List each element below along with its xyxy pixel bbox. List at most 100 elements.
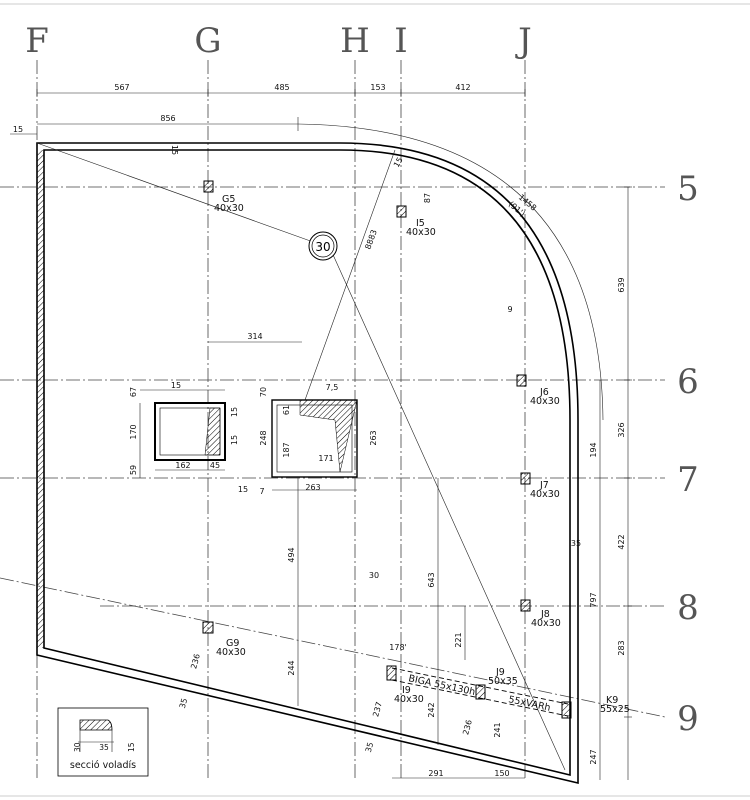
dim-236-left: 236	[189, 653, 202, 670]
diagonal-line-2	[329, 247, 566, 771]
dim-422: 422	[617, 534, 626, 549]
dim-30: 30	[369, 571, 379, 580]
dim-485: 485	[274, 83, 289, 92]
axis-label-j: J	[515, 21, 532, 61]
dim-856: 856	[160, 114, 175, 123]
column-g9: G9 40x30	[202, 621, 246, 658]
column-i9: I9 40x30	[386, 665, 424, 705]
dim-59: 59	[129, 465, 138, 475]
column-g9-size: 40x30	[216, 647, 246, 658]
opening-left: 67 15 170 59 162 45 15 15 15	[129, 381, 248, 494]
dim-263-v: 263	[369, 430, 378, 445]
axis-label-5: 5	[677, 169, 699, 209]
dim-643: 643	[427, 572, 436, 587]
dim-7-5: 7,5	[326, 383, 339, 392]
dim-15-c: 15	[230, 407, 239, 417]
dim-45: 45	[210, 461, 220, 470]
dim-150: 150	[494, 769, 509, 778]
dim-87: 87	[423, 193, 432, 203]
dim-242: 242	[427, 702, 436, 717]
axis-label-g: G	[194, 21, 221, 61]
dim-15-open: 15	[171, 381, 181, 390]
column-j7-size: 40x30	[530, 489, 560, 500]
axis-label-9: 9	[677, 699, 699, 739]
dim-70: 70	[259, 387, 268, 397]
axis-labels-horizontal: 5 6 7 8 9	[677, 169, 699, 739]
column-i5: I5 40x30	[396, 205, 436, 238]
dim-170: 170	[129, 424, 138, 439]
column-j6: J6 40x30	[516, 374, 560, 407]
detail-caption: secció voladís	[70, 760, 136, 771]
dim-171: 171	[318, 454, 333, 463]
dim-7: 7	[259, 487, 264, 496]
dim-15-arc: 15	[392, 156, 405, 169]
column-g5-name: G5	[222, 194, 235, 205]
dim-326: 326	[617, 422, 626, 437]
callout-30: 30	[308, 231, 338, 261]
dim-178: 178'	[389, 643, 406, 652]
right-dimension-chain: 639 326 194 422 797 283 247	[589, 186, 632, 780]
axis-labels-vertical: F G H I J	[25, 21, 532, 61]
column-g5: G5 40x30	[203, 180, 244, 214]
column-j8-name: J8	[540, 609, 550, 620]
dim-15-d: 15	[230, 435, 239, 445]
dim-35-right: 35	[571, 539, 581, 548]
dim-567: 567	[114, 83, 129, 92]
dim-248: 248	[259, 430, 268, 445]
dim-247: 247	[589, 749, 598, 764]
dim-291: 291	[428, 769, 443, 778]
dim-797: 797	[589, 592, 598, 607]
column-j7-name: J7	[539, 480, 549, 491]
column-j8-size: 40x30	[531, 618, 561, 629]
dim-153: 153	[370, 83, 385, 92]
column-j7: J7 40x30	[520, 472, 560, 500]
dim-35-left: 35	[178, 697, 189, 709]
opening-right: 314 70 7,5 248 61 187 171 263 263 7	[208, 332, 378, 496]
dim-639: 639	[617, 277, 626, 292]
horizontal-grid-lines	[0, 186, 666, 718]
dim-15-e: 15	[238, 485, 248, 494]
column-k9: K9 55x25	[561, 695, 630, 719]
dim-236-mid: 236	[461, 719, 474, 736]
axis-label-i: I	[394, 21, 407, 61]
beam-label-2: 55xVARh	[507, 694, 551, 714]
dim-35-bottom: 35	[364, 741, 375, 753]
column-i9-size: 40x30	[394, 694, 424, 705]
dim-9: 9	[507, 305, 512, 314]
outer-arc-dimension	[297, 123, 604, 421]
dim-67: 67	[129, 387, 138, 397]
column-g5-size: 40x30	[214, 203, 244, 214]
dim-187: 187	[282, 442, 291, 457]
dim-15-left: 15	[13, 125, 23, 134]
column-j8: J8 40x30	[520, 599, 561, 629]
dim-244: 244	[287, 660, 296, 675]
dim-237: 237	[371, 701, 384, 718]
dim-194: 194	[589, 442, 598, 457]
dim-162: 162	[175, 461, 190, 470]
column-i9-name: I9	[402, 685, 411, 696]
detail-dim-15: 15	[127, 742, 136, 752]
axis-label-8: 8	[677, 588, 699, 628]
column-j6-size: 40x30	[530, 396, 560, 407]
diagonal-line-1	[36, 142, 331, 249]
detail-dim-35: 35	[99, 743, 109, 752]
column-k9-name: K9	[606, 695, 618, 706]
dim-494: 494	[287, 547, 296, 562]
dim-283: 283	[617, 640, 626, 655]
dim-241: 241	[493, 722, 502, 737]
dim-221: 221	[454, 632, 463, 647]
dim-263-h: 263	[305, 483, 320, 492]
column-i5-name: I5	[416, 218, 425, 229]
section-detail: 30 35 15 secció voladís	[57, 707, 149, 777]
dim-61: 61	[282, 405, 291, 415]
column-j9: J9 50x35	[475, 667, 518, 700]
column-j9-size: 50x35	[488, 676, 518, 687]
axis-label-6: 6	[677, 362, 699, 402]
dim-314: 314	[247, 332, 262, 341]
axis-label-h: H	[340, 21, 370, 61]
dim-412: 412	[455, 83, 470, 92]
column-g9-name: G9	[226, 638, 239, 649]
diagonal-line-3	[304, 149, 396, 401]
callout-label: 30	[315, 240, 330, 254]
detail-dim-30: 30	[73, 742, 82, 752]
